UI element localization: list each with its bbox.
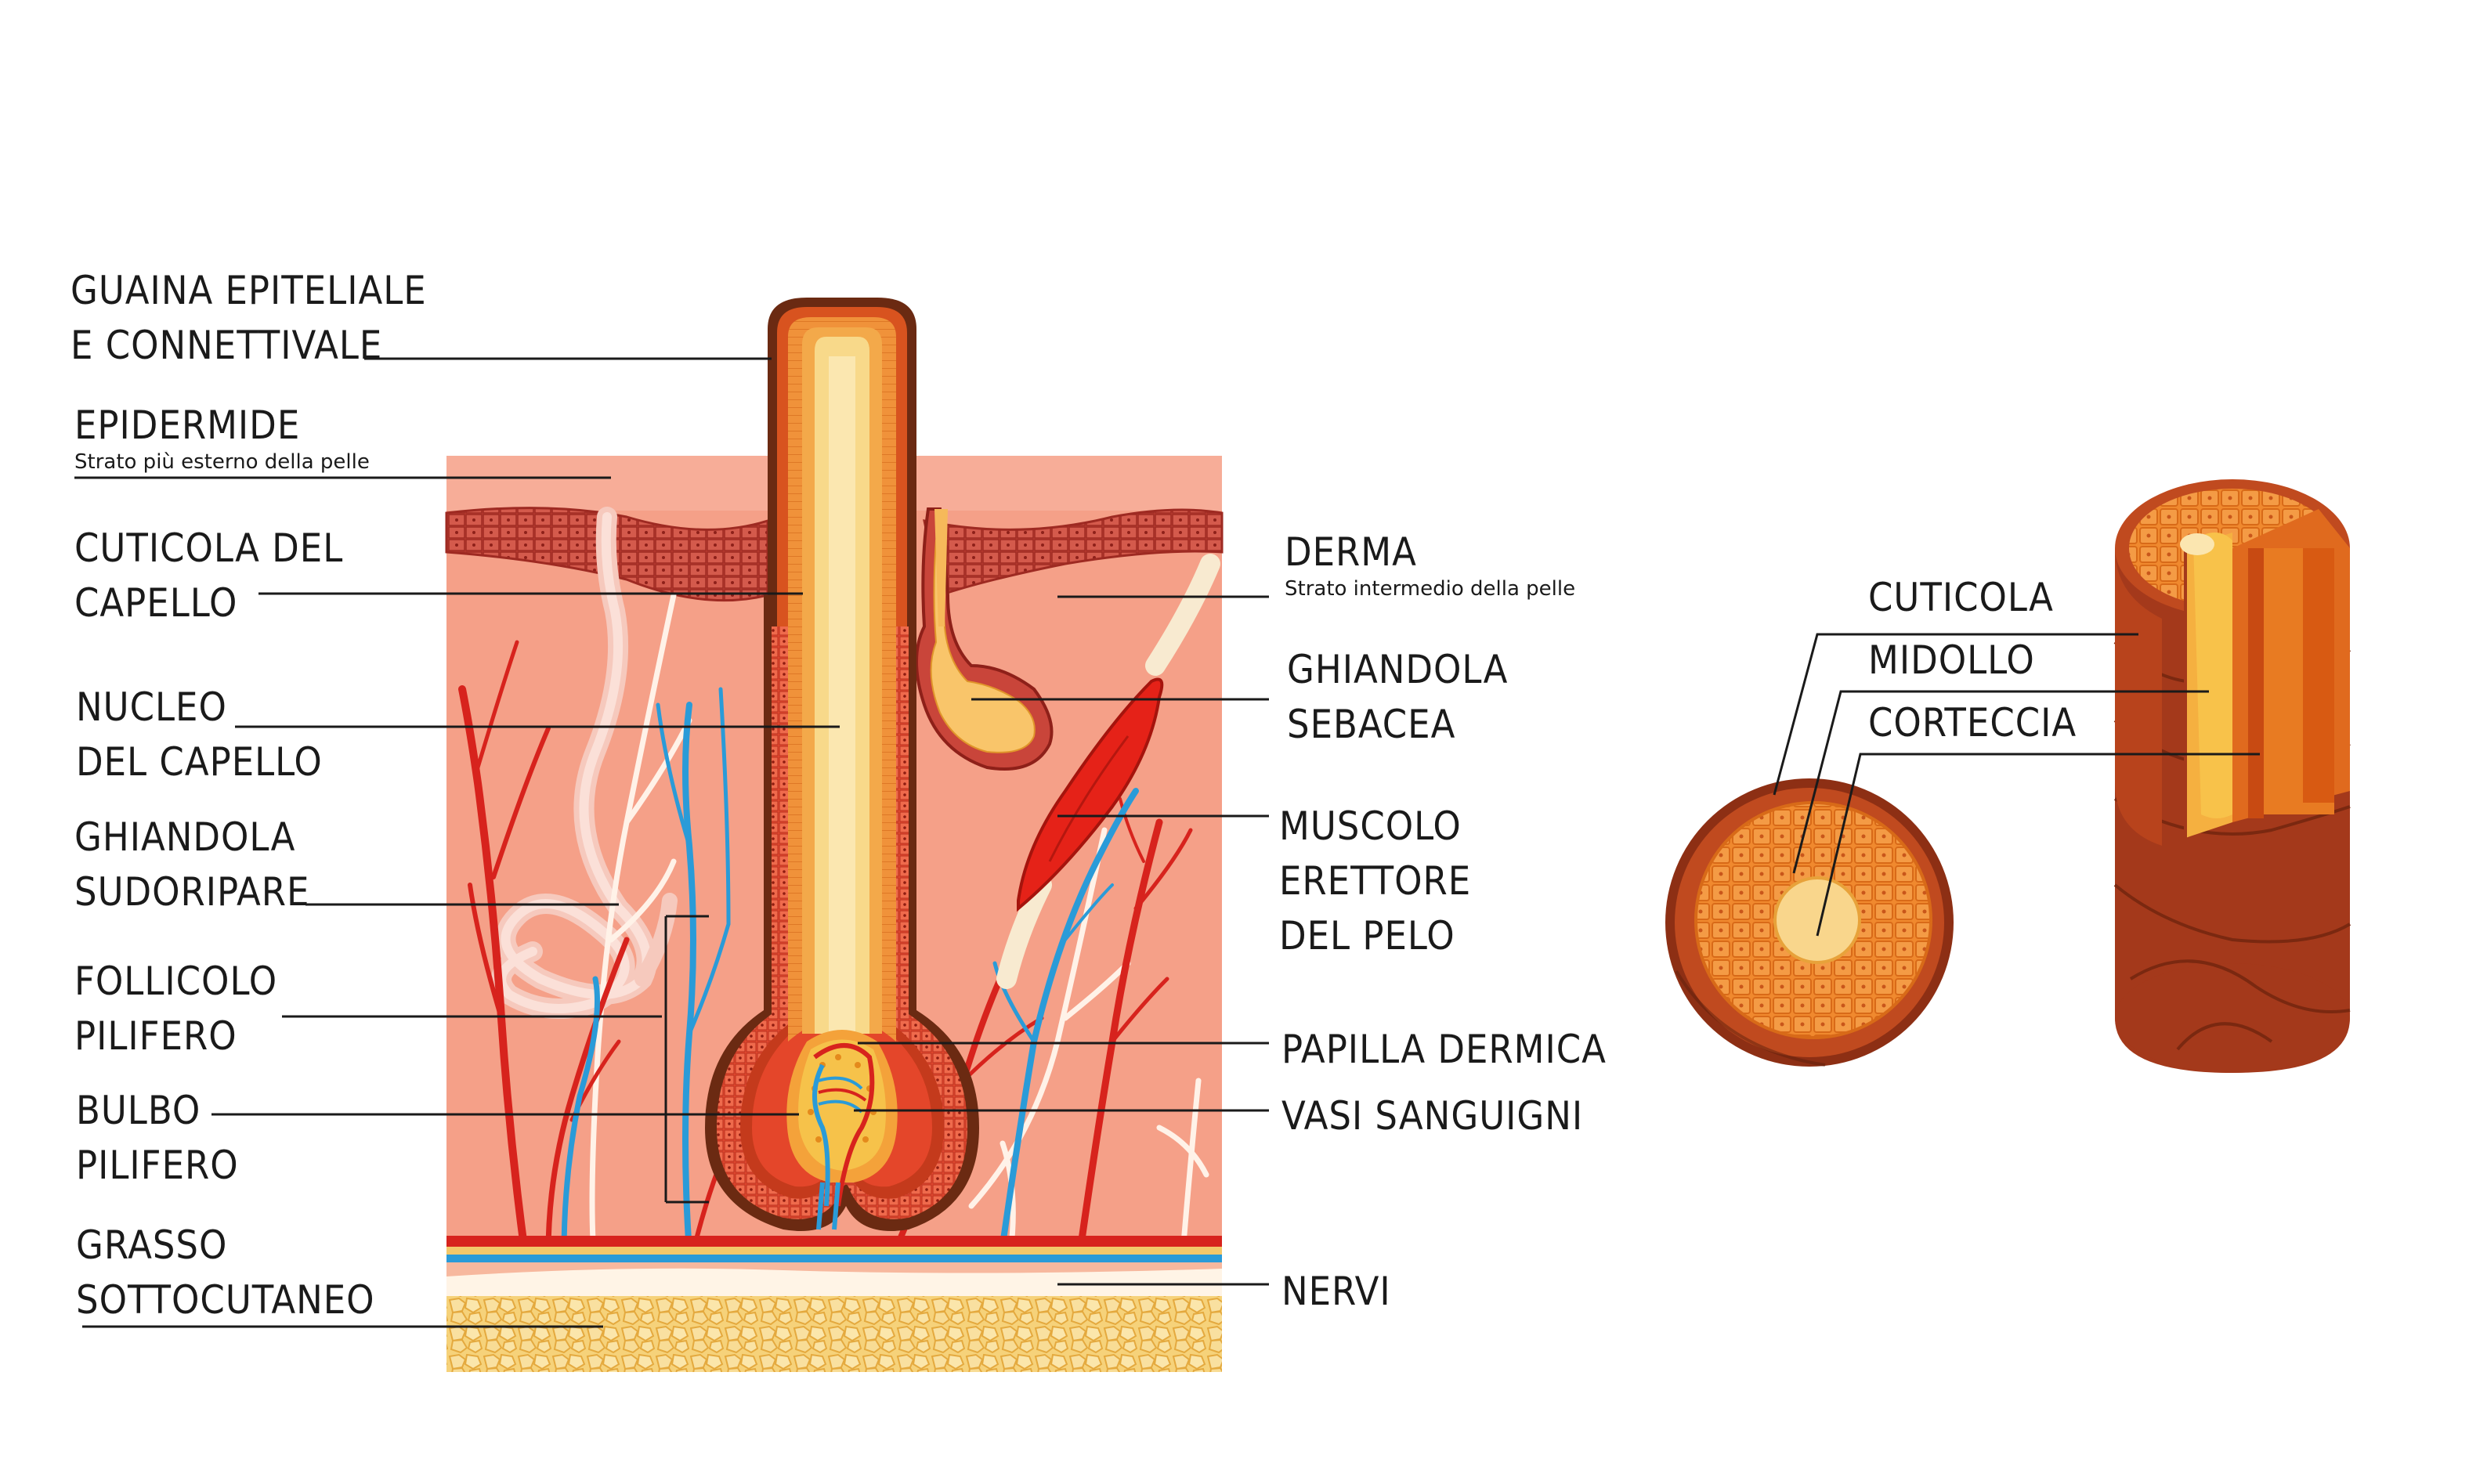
muscle-tendon-high <box>1145 554 1220 676</box>
epidermis-right <box>923 508 1224 597</box>
label-epidermide: EPIDERMIDE <box>74 403 301 448</box>
label-corteccia: CORTECCIA <box>1868 700 2077 746</box>
label-epidermide-sub: Strato più esterno della pelle <box>74 450 370 474</box>
hair-cross-section <box>1665 778 1954 1067</box>
artery-band <box>446 1236 1222 1247</box>
medulla-circle <box>1773 876 1861 964</box>
vein-band <box>446 1255 1222 1262</box>
label-papilla: PAPILLA DERMICA <box>1281 1027 1607 1072</box>
subcutaneous-fat <box>446 1296 1222 1372</box>
veins <box>561 687 1139 1256</box>
nerve-band <box>446 1268 1222 1296</box>
label-derma-sub: Strato intermedio della pelle <box>1285 577 1576 601</box>
label-nervi: NERVI <box>1281 1269 1391 1314</box>
leader-lines <box>74 357 2260 1328</box>
label-cuticola: CUTICOLA <box>1868 575 2054 620</box>
label-derma: DERMA <box>1285 529 1417 575</box>
hair-cylinder <box>2113 479 2351 1073</box>
label-midollo: MIDOLLO <box>1868 637 2035 683</box>
label-vasi: VASI SANGUIGNI <box>1281 1093 1584 1139</box>
muscle-tendon-low <box>996 875 1052 989</box>
